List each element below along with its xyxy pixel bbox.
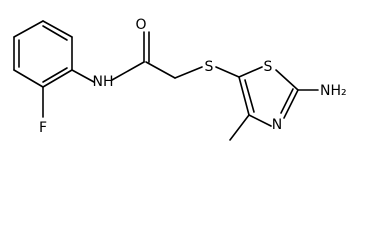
bond-c4-c5-b (244, 79, 255, 113)
fluorophenyl-ring (13, 20, 73, 88)
fluorine-label: F (39, 120, 47, 136)
bond-ch2-s (174, 66, 203, 79)
bond-c5-s1 (238, 66, 263, 78)
thioether-sulfur-label: S (205, 59, 214, 75)
bond-c4-c5-a (238, 76, 250, 116)
bond-ring-inner-3 (42, 67, 68, 83)
bond-c4-methyl (229, 114, 250, 141)
bond-c2-n3-a (283, 89, 299, 119)
bond-ring-c1-c2 (42, 20, 73, 38)
bond-ring-nh (71, 69, 95, 83)
bond-s1-c2 (275, 69, 299, 91)
amide-nh-label: NH (93, 74, 114, 90)
ring-sulfur-label: S (264, 59, 273, 75)
bond-ring-inner-1 (42, 25, 68, 41)
bond-ring-c2-c3 (13, 20, 44, 38)
bond-n3-c4 (248, 114, 272, 127)
bond-c2-n3-b (280, 88, 294, 114)
molecule-structure-diagram: O NH S S N NH₂ F (13, 17, 347, 141)
thiazole-ring (238, 66, 299, 127)
bond-carbonyl-ch2 (145, 61, 176, 79)
bond-ring-c4-c5 (13, 69, 44, 88)
amine-label: NH₂ (320, 83, 347, 99)
bond-nh-carbonyl (111, 61, 145, 81)
bond-ring-c5-c6 (42, 69, 73, 88)
bond-s-thiazole (215, 66, 240, 78)
oxygen-label: O (135, 17, 146, 33)
ring-nitrogen-label: N (272, 117, 282, 133)
